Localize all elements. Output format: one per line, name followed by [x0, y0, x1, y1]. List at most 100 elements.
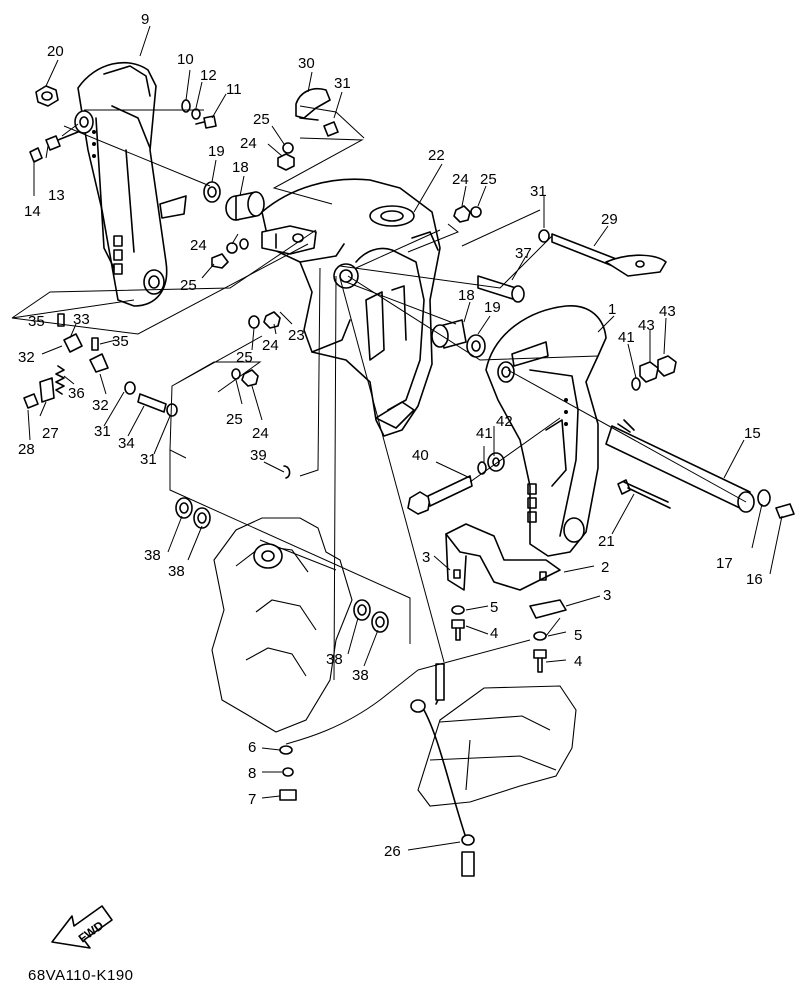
callout-31-d: 31: [140, 451, 157, 468]
callout-2: 2: [601, 559, 609, 576]
callout-4-a: 4: [490, 625, 498, 642]
bushing-38-c: [353, 599, 371, 621]
callout-3-b: 3: [603, 587, 611, 604]
washer-41-upper: [631, 377, 641, 391]
callout-8: 8: [248, 765, 256, 782]
callout-24-top: 24: [240, 135, 257, 152]
callout-42: 42: [496, 413, 513, 430]
callout-24-mid: 24: [190, 237, 207, 254]
callout-23: 23: [288, 327, 305, 344]
callout-32-b: 32: [92, 397, 109, 414]
nut-24-mid: [263, 311, 281, 329]
callout-32-a: 32: [18, 349, 35, 366]
ground-lead-26: [410, 663, 475, 877]
callout-21: 21: [598, 533, 615, 550]
callout-19-right: 19: [484, 299, 501, 316]
lever-32: [89, 353, 109, 373]
callout-35-b: 35: [112, 333, 129, 350]
callout-25-c: 25: [236, 349, 253, 366]
leader-lines: [11, 25, 783, 851]
callout-18-left: 18: [232, 159, 249, 176]
washer-5-left: [451, 605, 465, 615]
callout-43-a: 43: [638, 317, 655, 334]
callout-26: 26: [384, 843, 401, 860]
reference-code: 68VA110-K190: [28, 967, 134, 984]
callout-13: 13: [48, 187, 65, 204]
lever-33: [63, 333, 83, 353]
callout-4-b: 4: [574, 653, 582, 670]
bushing-18-left: [225, 191, 265, 221]
bracket-3: [529, 599, 567, 619]
tilt-pin-29: [538, 229, 667, 277]
callout-31-c: 31: [94, 423, 111, 440]
callout-31-top: 31: [334, 75, 351, 92]
callout-38-d: 38: [352, 667, 369, 684]
plate-2: [445, 523, 561, 591]
hinge-block-23: [261, 225, 317, 255]
callout-17: 17: [716, 555, 733, 572]
washer-12: [191, 108, 201, 120]
callout-43-b: 43: [659, 303, 676, 320]
tilt-housing-phantom: [211, 517, 353, 733]
bolt-40: [407, 475, 473, 515]
callout-39: 39: [250, 447, 267, 464]
callout-labels: 9 20 10 12 11 30 31 25 24 19 18 13 14 22…: [18, 11, 763, 860]
callout-11: 11: [226, 81, 242, 98]
nut-43-b: [657, 355, 677, 377]
callout-22: 22: [428, 147, 445, 164]
bolt-4-right: [533, 649, 547, 673]
callout-25-top: 25: [253, 111, 270, 128]
bushing-18-right: [431, 319, 467, 349]
callout-35-a: 35: [28, 313, 45, 330]
callout-25-d: 25: [226, 411, 243, 428]
bushing-31-a: [124, 381, 136, 395]
callout-29: 29: [601, 211, 618, 228]
washer-8: [282, 767, 294, 777]
callout-40: 40: [412, 447, 429, 464]
nut-25-mid: [211, 253, 229, 269]
nut-25-upper: [282, 142, 294, 154]
bracket-27: [39, 377, 55, 403]
callout-7: 7: [248, 791, 256, 808]
callout-5-b: 5: [574, 627, 582, 644]
callout-9: 9: [141, 11, 149, 28]
nut-24-right: [453, 205, 471, 223]
screw-31-top: [323, 121, 339, 137]
callout-37: 37: [515, 245, 532, 262]
bushing-38-d: [371, 611, 389, 633]
callout-3-a: 3: [422, 549, 430, 566]
callout-31-right: 31: [530, 183, 547, 200]
clamp-bracket-right: [485, 305, 607, 557]
callout-30: 30: [298, 55, 315, 72]
bushing-38-b: [193, 507, 211, 529]
callout-15: 15: [744, 425, 761, 442]
callout-5-a: 5: [490, 599, 498, 616]
cable-tie-21: [617, 479, 671, 509]
callout-1: 1: [608, 301, 616, 318]
callout-24-right: 24: [452, 171, 469, 188]
pin-35-a: [57, 313, 65, 327]
callout-38-c: 38: [326, 651, 343, 668]
washer-41-lower: [477, 461, 487, 475]
bolt-16: [775, 503, 795, 519]
callout-24-d: 24: [252, 425, 269, 442]
nut-25-right: [470, 206, 482, 218]
nut-43-a: [639, 361, 659, 383]
tilt-tube-15: [605, 419, 755, 513]
callout-28: 28: [18, 441, 35, 458]
callout-38-b: 38: [168, 563, 185, 580]
callout-10: 10: [177, 51, 194, 68]
bolt-28: [23, 393, 39, 409]
clamp-bracket-left: [74, 62, 187, 307]
callout-16: 16: [746, 571, 763, 588]
washer-24-mid: [226, 242, 238, 254]
bolt-13: [45, 131, 79, 151]
lower-casing-phantom: [417, 685, 577, 807]
clip-39: [283, 465, 291, 479]
callout-38-a: 38: [144, 547, 161, 564]
washer-5-right: [533, 631, 547, 641]
pin-34: [137, 393, 167, 413]
callout-25-right: 25: [480, 171, 497, 188]
callout-19-left: 19: [208, 143, 225, 160]
callout-12: 12: [200, 67, 217, 84]
